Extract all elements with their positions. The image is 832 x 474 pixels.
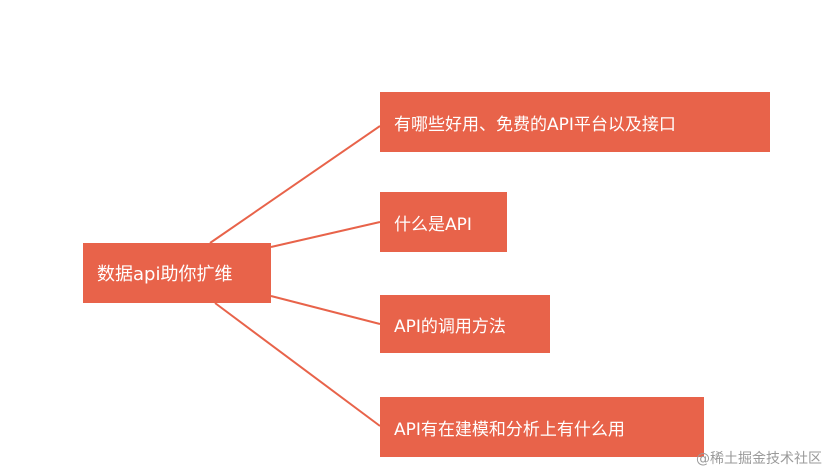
- child-node-2[interactable]: 什么是API: [380, 192, 507, 252]
- root-node[interactable]: 数据api助你扩维: [83, 243, 271, 303]
- link-root-child-2: [270, 221, 381, 248]
- child-node-3[interactable]: API的调用方法: [380, 295, 550, 353]
- link-root-child-4: [214, 302, 381, 427]
- link-root-child-1: [209, 125, 381, 244]
- link-root-child-3: [270, 295, 381, 325]
- child-node-1[interactable]: 有哪些好用、免费的API平台以及接口: [380, 92, 770, 152]
- watermark: @稀土掘金技术社区: [696, 451, 822, 467]
- child-node-4[interactable]: API有在建模和分析上有什么用: [380, 397, 704, 457]
